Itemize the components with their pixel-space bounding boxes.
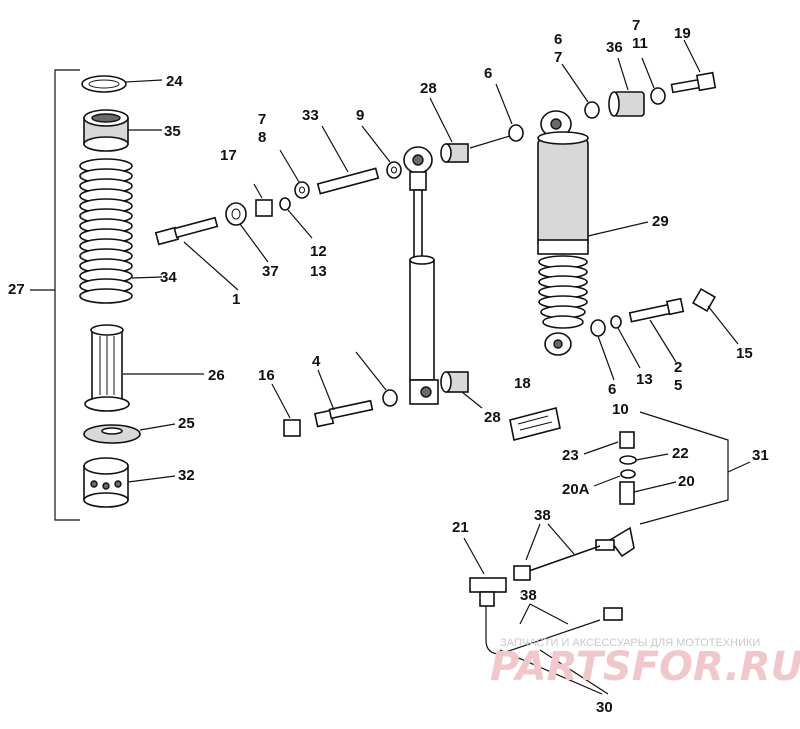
callout-18: 18 bbox=[514, 375, 531, 392]
callout-4: 4 bbox=[312, 353, 321, 370]
callout-8: 8 bbox=[258, 129, 266, 146]
watermark-logo: PARTSFOR.RU bbox=[490, 644, 800, 690]
watermark-caption: ЗАПЧАСТИ И АКСЕССУАРЫ ДЛЯ МОТОТЕХНИКИ bbox=[500, 637, 760, 649]
callout-9: 9 bbox=[356, 107, 364, 124]
callout-25: 25 bbox=[178, 415, 195, 432]
callout-34: 34 bbox=[160, 269, 177, 286]
callout-29: 29 bbox=[652, 213, 669, 230]
callout-16: 16 bbox=[258, 367, 275, 384]
callout-28-bottom: 28 bbox=[484, 409, 501, 426]
assembled-shock bbox=[537, 110, 649, 356]
spring-assembly bbox=[30, 69, 204, 521]
callout-37: 37 bbox=[262, 263, 279, 280]
spring-coils bbox=[79, 158, 133, 304]
callout-1: 1 bbox=[232, 291, 240, 308]
upper-mount-hardware bbox=[561, 39, 717, 119]
mounting-hardware bbox=[154, 125, 402, 437]
callout-38-upper: 38 bbox=[534, 507, 551, 524]
callout-2: 2 bbox=[674, 359, 682, 376]
callout-5: 5 bbox=[674, 377, 682, 394]
callout-6-lower: 6 bbox=[608, 381, 616, 398]
callout-27: 27 bbox=[8, 281, 25, 298]
callout-26: 26 bbox=[208, 367, 225, 384]
callout-17: 17 bbox=[220, 147, 237, 164]
callout-13-left: 13 bbox=[310, 263, 327, 280]
callout-21: 21 bbox=[452, 519, 469, 536]
shock-absorber-body bbox=[403, 97, 511, 409]
callout-23: 23 bbox=[562, 447, 579, 464]
callout-10: 10 bbox=[612, 401, 629, 418]
callout-38-lower: 38 bbox=[520, 587, 537, 604]
fittings bbox=[463, 411, 751, 695]
decal bbox=[509, 407, 561, 441]
callout-20A: 20A bbox=[562, 481, 590, 498]
callout-24: 24 bbox=[166, 73, 183, 90]
callout-6-top: 6 bbox=[484, 65, 492, 82]
callout-31: 31 bbox=[752, 447, 769, 464]
callout-6-right: 6 bbox=[554, 31, 562, 48]
callout-12: 12 bbox=[310, 243, 327, 260]
callout-7-right: 7 bbox=[554, 49, 562, 66]
washer-6-top bbox=[508, 124, 524, 142]
callout-35: 35 bbox=[164, 123, 181, 140]
callout-30: 30 bbox=[596, 699, 613, 716]
callout-22: 22 bbox=[672, 445, 689, 462]
callout-7-left: 7 bbox=[258, 111, 266, 128]
callout-7-far: 7 bbox=[632, 17, 640, 34]
callout-20: 20 bbox=[678, 473, 695, 490]
callout-labels: 24 35 34 27 26 25 32 17 7 8 33 9 28 6 1 … bbox=[8, 17, 769, 716]
callout-36: 36 bbox=[606, 39, 623, 56]
watermark: ЗАПЧАСТИ И АКСЕССУАРЫ ДЛЯ МОТОТЕХНИКИ PA… bbox=[490, 637, 800, 690]
callout-13-right: 13 bbox=[636, 371, 653, 388]
callout-33: 33 bbox=[302, 107, 319, 124]
callout-15: 15 bbox=[736, 345, 753, 362]
callout-11: 11 bbox=[632, 35, 648, 52]
callout-28-top: 28 bbox=[420, 80, 437, 97]
callout-19: 19 bbox=[674, 25, 691, 42]
lower-mount-hardware bbox=[590, 287, 739, 381]
callout-32: 32 bbox=[178, 467, 195, 484]
